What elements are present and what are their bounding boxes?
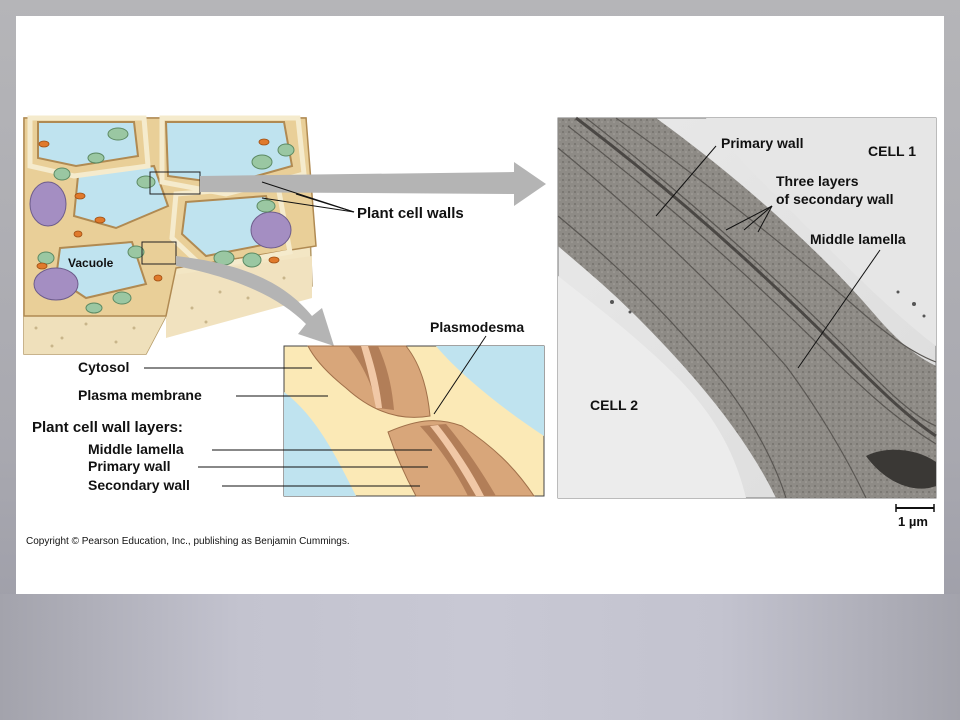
em-label-cell2: CELL 2 — [590, 397, 638, 413]
electron-micrograph — [557, 116, 937, 499]
em-label-three-layers-1: Three layers — [776, 173, 859, 189]
micrograph-labels: Primary wall CELL 1 Three layers of seco… — [590, 135, 916, 413]
nucleus — [33, 267, 79, 301]
arrow-to-micrograph — [200, 162, 546, 206]
nucleus — [29, 181, 67, 227]
slide-footer-band — [0, 594, 960, 720]
label-secondary-wall: Secondary wall — [88, 477, 190, 493]
cell-vacuole — [180, 194, 280, 258]
label-middle-lamella: Middle lamella — [88, 441, 184, 457]
em-label-middle-lamella: Middle lamella — [810, 231, 906, 247]
label-plant-cell-walls: Plant cell walls — [357, 205, 464, 222]
label-wall-layers-heading: Plant cell wall layers: — [32, 419, 183, 436]
cell-wall-figure: Plant cell walls Vacuole Plasmodesma Cyt… — [23, 115, 937, 547]
arrow-to-detail — [176, 256, 334, 346]
slide: Plant cell walls Vacuole Plasmodesma Cyt… — [16, 16, 944, 594]
em-label-cell1: CELL 1 — [868, 143, 916, 159]
cell-block-illustration — [23, 115, 317, 355]
copyright-text: Copyright © Pearson Education, Inc., pub… — [26, 536, 350, 547]
wall-detail-box — [283, 345, 545, 497]
label-cytosol: Cytosol — [78, 359, 129, 375]
label-plasmodesma: Plasmodesma — [430, 319, 524, 335]
em-label-three-layers-2: of secondary wall — [776, 191, 893, 207]
em-label-primary-wall: Primary wall — [721, 135, 804, 151]
scale-bar-label: 1 µm — [898, 514, 928, 529]
label-vacuole: Vacuole — [68, 256, 114, 270]
zoom-box — [141, 241, 177, 265]
nucleus — [250, 211, 292, 249]
label-primary-wall: Primary wall — [88, 458, 171, 474]
label-plasma-membrane: Plasma membrane — [78, 387, 202, 403]
scale-bar: 1 µm — [895, 504, 935, 529]
